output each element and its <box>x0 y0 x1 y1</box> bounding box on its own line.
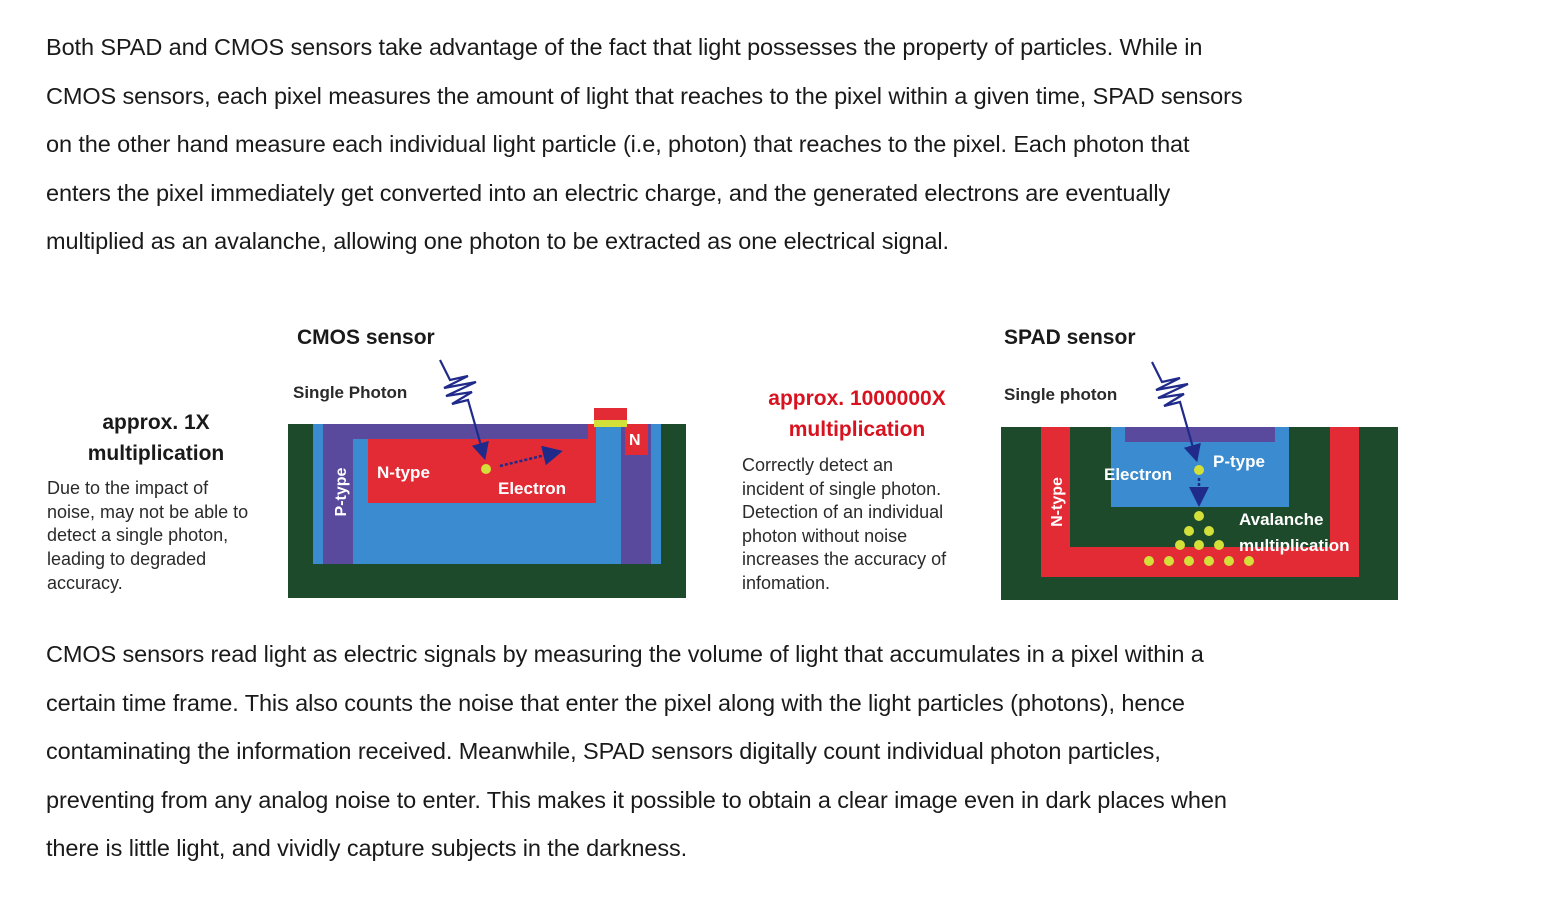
p-type-label: P-type <box>333 467 350 516</box>
n-type-label: N-type <box>1049 477 1066 527</box>
text-line: Both SPAD and CMOS sensors take advantag… <box>46 34 1203 60</box>
cmos-sensor-diagram: CMOS sensor Single Photon N N-type Elect… <box>288 326 686 598</box>
cmos-vs-spad-diagram: approx. 1X multiplication Due to the imp… <box>47 326 1398 600</box>
cmos-title: CMOS sensor <box>297 326 435 349</box>
spad-description: Correctly detect an incident of single p… <box>742 455 947 593</box>
svg-text:photon without noise: photon without noise <box>742 526 907 546</box>
svg-text:incident of single photon.: incident of single photon. <box>742 479 941 499</box>
text-line: preventing from any analog noise to ente… <box>46 786 1227 813</box>
text-line: contaminating the information received. … <box>46 738 1161 764</box>
electron-label: Electron <box>1104 465 1172 484</box>
text-line: CMOS sensors read light as electric sign… <box>46 641 1204 667</box>
svg-text:Correctly detect an: Correctly detect an <box>742 455 893 475</box>
text-line: on the other hand measure each individua… <box>46 131 1190 157</box>
svg-text:approx. 1000000X: approx. 1000000X <box>768 387 945 410</box>
cmos-description: Due to the impact of noise, may not be a… <box>47 478 248 593</box>
cmos-photon-label: Single Photon <box>293 383 407 402</box>
photon-wave-icon <box>439 359 489 461</box>
spad-title: SPAD sensor <box>1004 326 1136 349</box>
p-type-label: P-type <box>1213 452 1265 471</box>
electron-dot <box>481 464 491 474</box>
text-line: certain time frame. This also counts the… <box>46 689 1185 716</box>
avalanche-electrons <box>1144 465 1254 566</box>
text-line: multiplied as an avalanche, allowing one… <box>46 228 949 254</box>
intro-paragraph: Both SPAD and CMOS sensors take advantag… <box>46 23 1466 266</box>
svg-text:Due to the impact of: Due to the impact of <box>47 478 209 498</box>
svg-text:accuracy.: accuracy. <box>47 573 123 593</box>
svg-text:infomation.: infomation. <box>742 573 830 593</box>
text-line: enters the pixel immediately get convert… <box>46 179 1171 206</box>
svg-text:approx. 1X: approx. 1X <box>102 411 209 434</box>
svg-text:increases the accuracy of: increases the accuracy of <box>742 549 947 569</box>
svg-text:noise, may not be able to: noise, may not be able to <box>47 502 248 522</box>
svg-text:Detection of an individual: Detection of an individual <box>742 502 943 522</box>
n-type-label: N-type <box>377 463 430 482</box>
electron-label: Electron <box>498 479 566 498</box>
spad-multiplication-heading: approx. 1000000X multiplication <box>768 387 945 441</box>
n-contact-label: N <box>629 432 641 449</box>
spad-sensor-diagram: SPAD sensor Single photon Electron P-typ… <box>1001 326 1398 600</box>
spad-photon-label: Single photon <box>1004 385 1117 404</box>
cmos-multiplication-heading: approx. 1X multiplication <box>88 411 225 465</box>
svg-text:leading to degraded: leading to degraded <box>47 549 206 569</box>
svg-text:multiplication: multiplication <box>88 442 225 465</box>
photon-wave-icon <box>1151 361 1201 463</box>
text-line: there is little light, and vividly captu… <box>46 835 688 861</box>
svg-text:detect a single photon,: detect a single photon, <box>47 525 228 545</box>
svg-text:multiplication: multiplication <box>789 418 926 441</box>
text-line: CMOS sensors, each pixel measures the am… <box>46 82 1243 109</box>
avalanche-label: multiplication <box>1239 536 1350 555</box>
avalanche-label: Avalanche <box>1239 510 1323 529</box>
outro-paragraph: CMOS sensors read light as electric sign… <box>46 630 1466 873</box>
